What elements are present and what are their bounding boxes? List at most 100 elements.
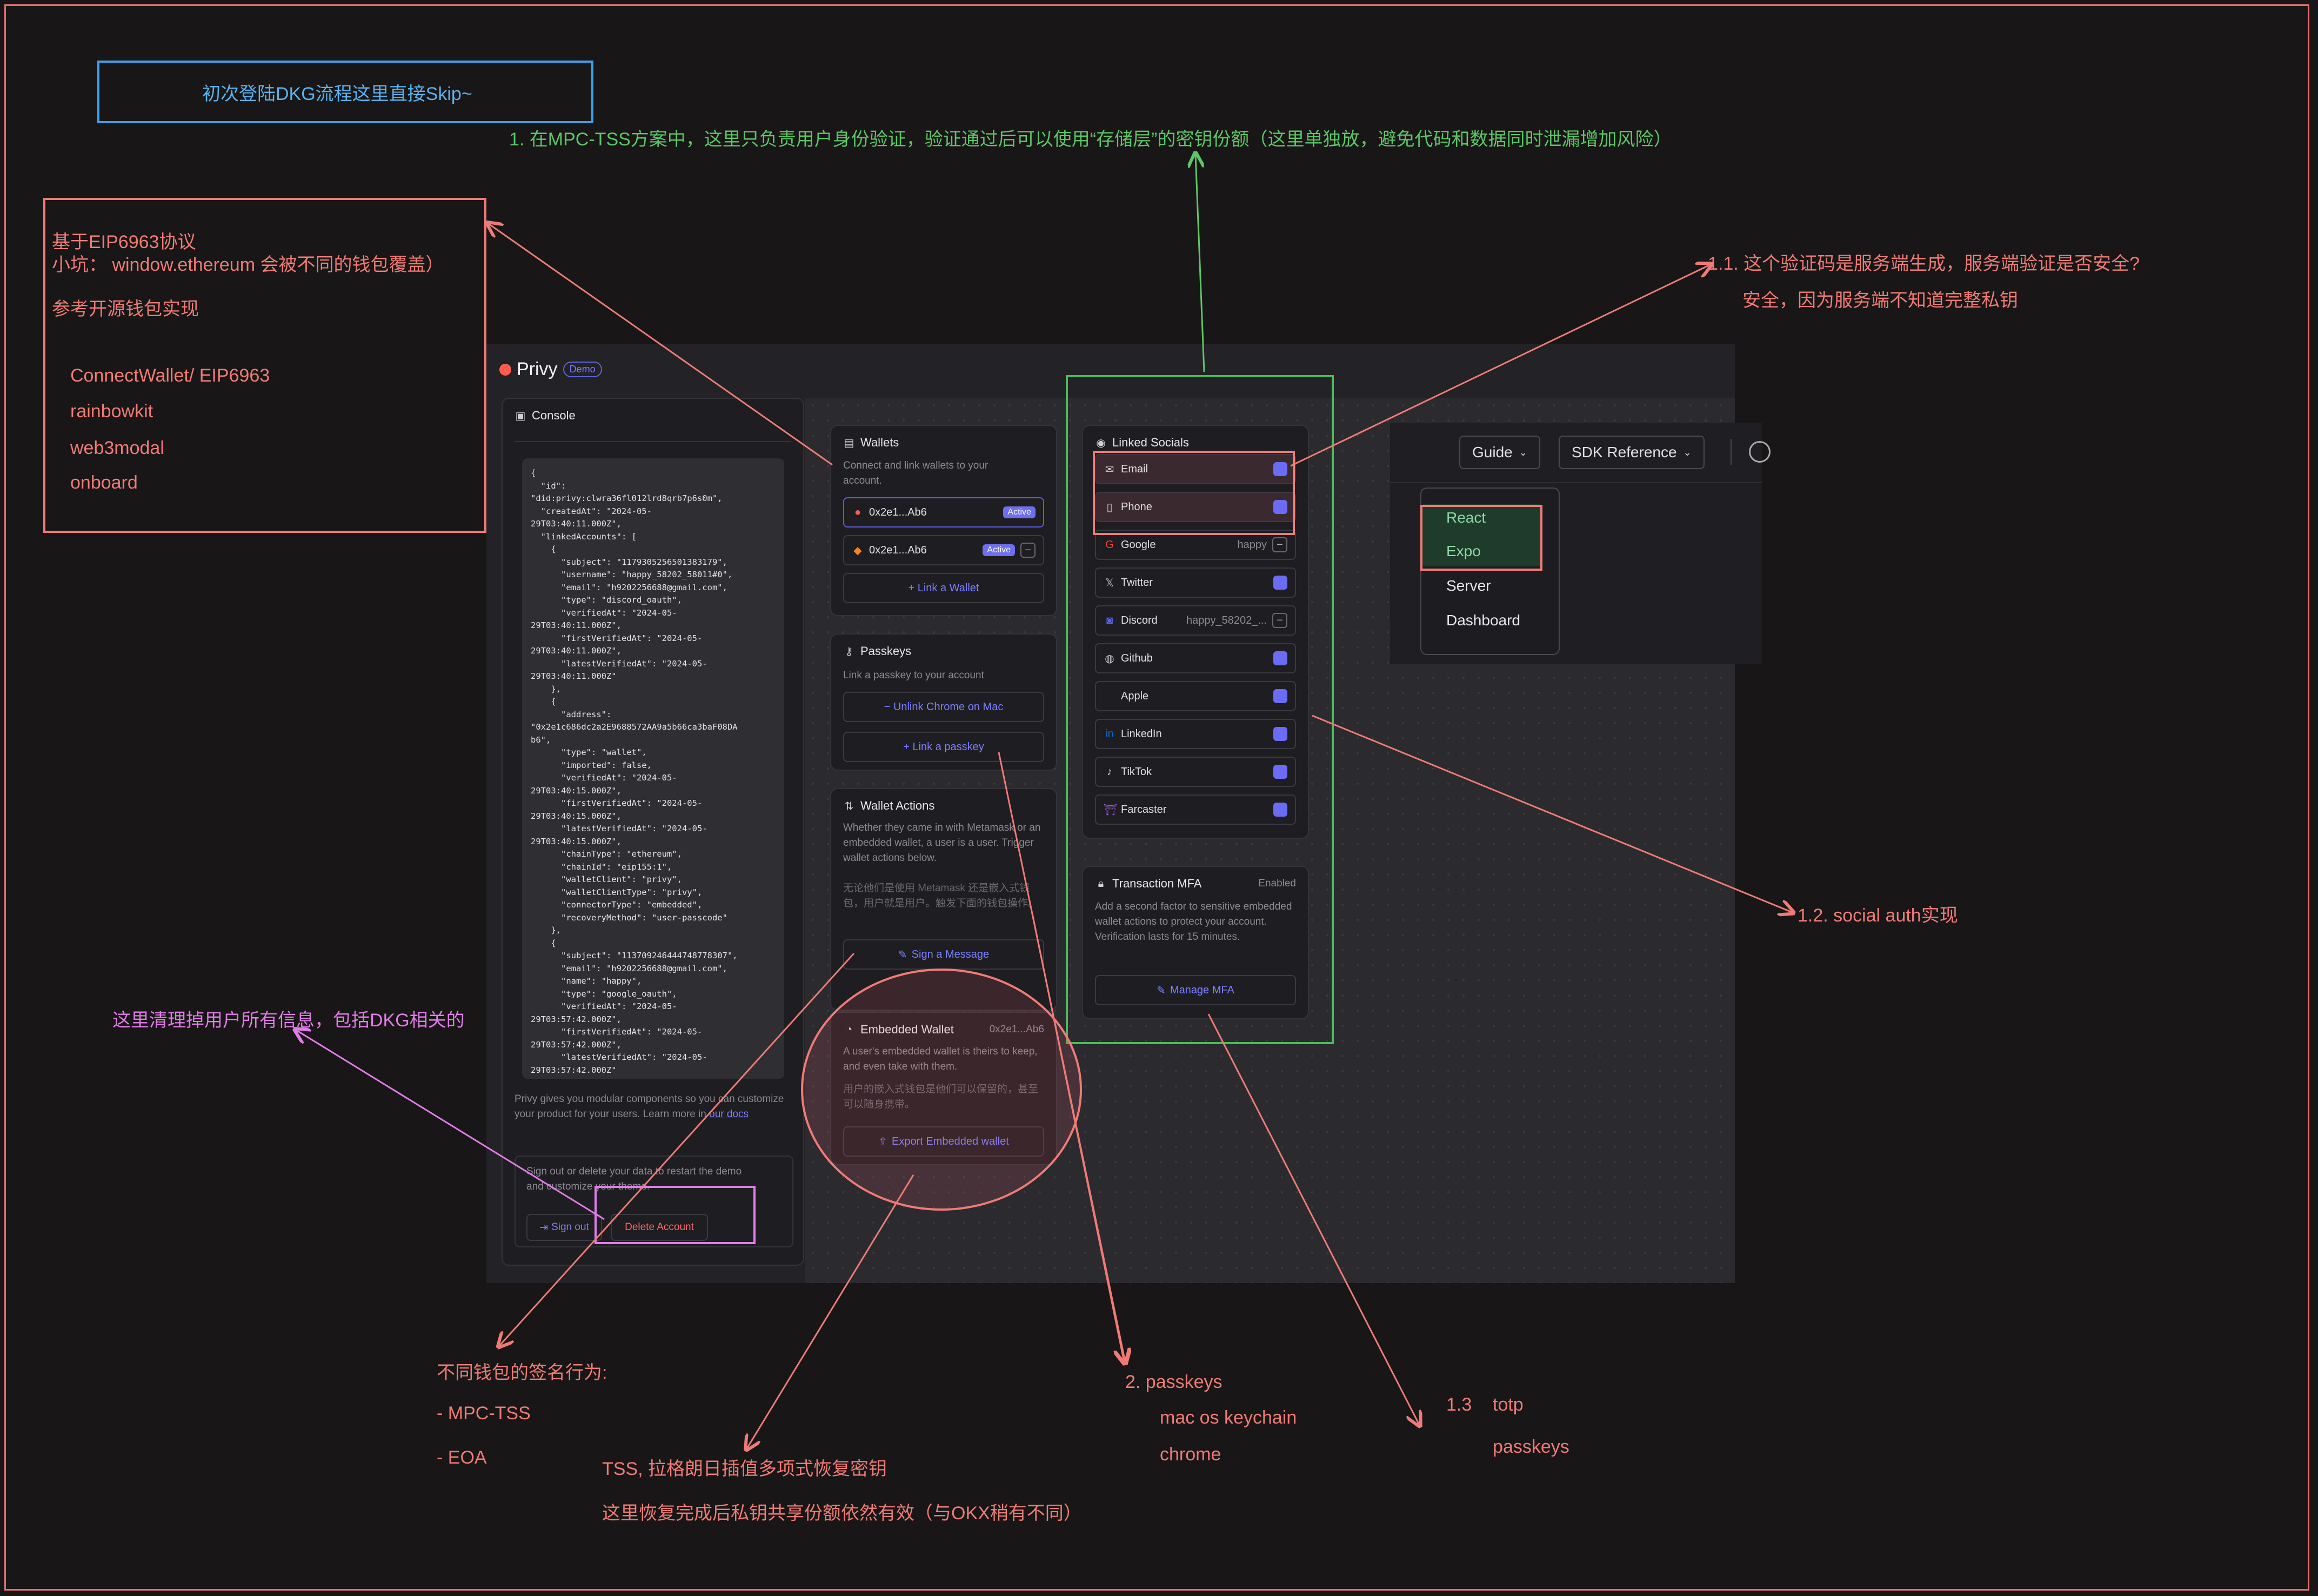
- sdk-reference-button[interactable]: SDK Reference ⌄: [1559, 436, 1705, 469]
- code-question-note: 1.1. 这个验证码是服务端生成，服务端验证是否安全?: [1708, 253, 2140, 274]
- embedded-wallet-circle: [801, 969, 1082, 1211]
- social-row-farcaster[interactable]: ⛩ Farcaster: [1095, 794, 1296, 825]
- menu-item-expo[interactable]: Expo: [1446, 543, 1481, 559]
- linked-socials-title: ◉ Linked Socials: [1095, 436, 1189, 450]
- social-row-linkedin[interactable]: in LinkedIn: [1095, 719, 1296, 749]
- delete-account-button[interactable]: Delete Account: [611, 1214, 708, 1241]
- skip-dkg-note: 初次登陆DKG流程这里直接Skip~: [202, 84, 472, 104]
- console-footer: Privy gives you modular components so yo…: [515, 1093, 784, 1120]
- toggle-checkbox[interactable]: [1273, 576, 1287, 590]
- export-icon: ⇪: [878, 1135, 887, 1148]
- manage-mfa-button[interactable]: ✎ Manage MFA: [1095, 975, 1296, 1005]
- pen-icon: ✎: [1157, 984, 1166, 997]
- delete-highlight-box: [594, 1186, 756, 1244]
- social-row-google[interactable]: G Google happy −: [1095, 530, 1296, 560]
- unlink-google-button[interactable]: −: [1272, 537, 1287, 552]
- code-answer-note: 安全，因为服务端不知道完整私钥: [1742, 290, 2018, 311]
- totp-note-number: 1.3: [1446, 1394, 1472, 1415]
- arrow: [1290, 265, 1710, 467]
- social-row-github[interactable]: ◍ Github: [1095, 643, 1296, 673]
- embedded-wallet-desc-zh: 用户的嵌入式钱包是他们可以保留的，甚至可以随身携带。: [843, 1082, 1046, 1112]
- sign-out-button[interactable]: ⇥ Sign out: [526, 1214, 602, 1241]
- divider: [1390, 482, 1762, 483]
- menu-item-server[interactable]: Server: [1446, 577, 1491, 594]
- menu-highlight: [1422, 504, 1540, 566]
- passkeys-note-chrome: chrome: [1160, 1444, 1221, 1465]
- social-row-discord[interactable]: ◙ Discord happy_58202_... −: [1095, 605, 1296, 636]
- social-row-tiktok[interactable]: ♪ TikTok: [1095, 757, 1296, 787]
- embedded-wallet-address: 0x2e1...Ab6: [990, 1024, 1044, 1036]
- link-passkey-button[interactable]: + Link a passkey: [843, 732, 1044, 762]
- guide-button[interactable]: Guide ⌄: [1459, 436, 1540, 469]
- mfa-desc: Add a second factor to sensitive embedde…: [1095, 901, 1292, 943]
- passkeys-desc: Link a passkey to your account: [843, 670, 984, 681]
- mfa-title: 🔒︎ Transaction MFA Enabled: [1095, 877, 1296, 891]
- social-row-email[interactable]: ✉ Email: [1095, 454, 1296, 484]
- passkeys-panel: ⚷ Passkeys Link a passkey to your accoun…: [830, 633, 1057, 771]
- arrow: [296, 1030, 605, 1220]
- react-expo-highlight-box: [1420, 505, 1542, 571]
- privy-logo-icon: [499, 363, 511, 376]
- terminal-icon: ▣: [515, 410, 526, 422]
- sdk-nav-screenshot: Guide ⌄ SDK Reference ⌄ React Expo Serve…: [1390, 423, 1771, 664]
- totp-passkeys-note: passkeys: [1493, 1437, 1569, 1457]
- email-phone-highlight-box: [1093, 451, 1295, 535]
- arrow: [747, 1174, 914, 1448]
- twitter-icon: 𝕏: [1105, 577, 1114, 589]
- eip-item: ConnectWallet/ EIP6963: [70, 365, 270, 386]
- link-wallet-button[interactable]: + Link a Wallet: [843, 573, 1044, 603]
- unlink-passkey-button[interactable]: − Unlink Chrome on Mac: [843, 692, 1044, 722]
- linked-socials-panel: ◉ Linked Socials ✉ Email ▯ Phone G Googl…: [1082, 425, 1309, 839]
- theme-toggle-icon[interactable]: [1749, 441, 1771, 463]
- tiktok-icon: ♪: [1107, 765, 1112, 778]
- social-row-apple[interactable]: Apple: [1095, 681, 1296, 711]
- user-circle-icon: ◉: [1096, 437, 1106, 449]
- wallet-actions-title: ⇅ Wallet Actions: [843, 799, 935, 813]
- sdk-reference-menu: React Expo Server Dashboard: [1420, 488, 1560, 655]
- brand-name: Privy: [517, 359, 558, 379]
- toggle-checkbox[interactable]: [1273, 727, 1287, 741]
- embedded-wallet-title: ◔ Embedded Wallet 0x2e1...Ab6: [843, 1023, 1044, 1037]
- github-icon: ◍: [1105, 652, 1114, 665]
- phone-icon: ▯: [1106, 501, 1113, 513]
- wallet-row[interactable]: ◆ 0x2e1...Ab6 Active −: [843, 535, 1044, 565]
- sign-behavior-note: 不同钱包的签名行为:: [437, 1363, 607, 1383]
- social-row-twitter[interactable]: 𝕏 Twitter: [1095, 567, 1296, 598]
- pen-icon: ✎: [898, 949, 907, 961]
- mail-icon: ✉: [1105, 463, 1114, 476]
- toggle-checkbox[interactable]: [1273, 500, 1287, 514]
- console-panel: ▣ Console { "id": "did:privy:clwra36fl01…: [502, 398, 804, 1266]
- farcaster-icon: ⛩: [1104, 804, 1118, 816]
- console-title: ▣ Console: [515, 409, 576, 422]
- mpc-tss-note: 1. 在MPC-TSS方案中，这里只负责用户身份验证，验证通过后可以使用“存储层…: [509, 129, 1672, 150]
- totp-note: totp: [1493, 1394, 1524, 1415]
- wallet-row[interactable]: ● 0x2e1...Ab6 Active: [843, 497, 1044, 527]
- outer-frame: [4, 4, 2309, 1591]
- unlink-discord-button[interactable]: −: [1272, 613, 1287, 628]
- toggle-checkbox[interactable]: [1273, 651, 1287, 665]
- docs-link[interactable]: our docs: [709, 1108, 749, 1120]
- toggle-checkbox[interactable]: [1273, 765, 1287, 779]
- wallet-actions-panel: ⇅ Wallet Actions Whether they came in wi…: [830, 788, 1057, 1011]
- signout-card: Sign out or delete your data to restart …: [515, 1156, 793, 1247]
- google-icon: G: [1105, 538, 1114, 551]
- metamask-icon: ◆: [853, 544, 862, 557]
- toggle-checkbox[interactable]: [1273, 803, 1287, 817]
- menu-item-react[interactable]: React: [1446, 509, 1486, 526]
- chevron-down-icon: ⌄: [1683, 446, 1692, 458]
- eip-note-line2: 小坑： window.ethereum 会被不同的钱包覆盖）: [52, 255, 444, 275]
- demo-badge: Demo: [563, 362, 602, 377]
- arrow: [1312, 714, 1792, 912]
- toggle-checkbox[interactable]: [1273, 689, 1287, 703]
- unlink-wallet-button[interactable]: −: [1020, 543, 1036, 558]
- brand[interactable]: Privy Demo: [499, 359, 602, 380]
- toggle-checkbox[interactable]: [1273, 462, 1287, 476]
- menu-item-dashboard[interactable]: Dashboard: [1446, 612, 1520, 629]
- clear-info-note: 这里清理掉用户所有信息，包括DKG相关的: [112, 1010, 465, 1031]
- social-row-phone[interactable]: ▯ Phone: [1095, 492, 1296, 522]
- console-json-output[interactable]: { "id": "did:privy:clwra36fl012lrd8qrb7p…: [522, 458, 784, 1079]
- eip-note-line3: 参考开源钱包实现: [52, 299, 199, 319]
- lock-icon: 🔒︎: [1098, 877, 1104, 890]
- export-wallet-button[interactable]: ⇪ Export Embedded wallet: [843, 1126, 1044, 1157]
- eip-note-box: [43, 198, 486, 533]
